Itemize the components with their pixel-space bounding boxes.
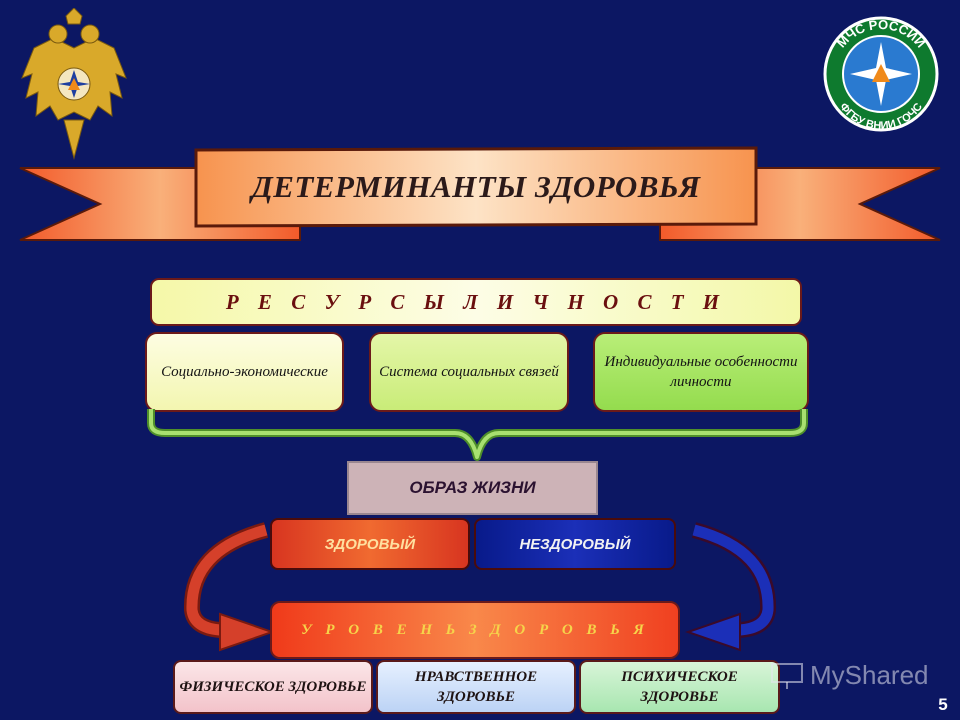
presentation-icon: [771, 663, 803, 689]
slide-title: ДЕТЕРМИНАНТЫ ЗДОРОВЬЯ: [251, 169, 701, 204]
mental-health: ПСИХИЧЕСКОЕ ЗДОРОВЬЕ: [579, 660, 780, 714]
emblem-eagle-icon: [21, 8, 127, 160]
watermark-text: MyShared: [810, 659, 929, 690]
slide-number: 5: [938, 695, 948, 714]
moral-health: НРАВСТВЕННОЕ ЗДОРОВЬЕ: [376, 660, 576, 714]
resources-brace: [147, 409, 808, 461]
lifestyle-label: ОБРАЗ ЖИЗНИ: [347, 461, 598, 515]
unhealthy-lifestyle: НЕЗДОРОВЫЙ: [474, 518, 676, 570]
watermark: MyShared: [770, 655, 950, 695]
resources-header: Р Е С У Р С Ы Л И Ч Н О С Т И: [150, 278, 802, 326]
health-level: У Р О В Е Н Ь З Д О Р О В Ь Я: [270, 601, 680, 659]
title-ribbon: [19, 146, 941, 241]
resource-socioeconomic: Социально-экономические: [145, 332, 344, 412]
physical-health: ФИЗИЧЕСКОЕ ЗДОРОВЬЕ: [173, 660, 373, 714]
resource-individual-traits: Индивидуальные особенности личности: [593, 332, 809, 412]
mchs-logo-icon: МЧС РОССИИ ФГБУ ВНИИ ГОЧС: [823, 16, 939, 132]
healthy-lifestyle: ЗДОРОВЫЙ: [270, 518, 470, 570]
cycle-arrows: [183, 522, 777, 652]
resource-social-connections: Система социальных связей: [369, 332, 569, 412]
